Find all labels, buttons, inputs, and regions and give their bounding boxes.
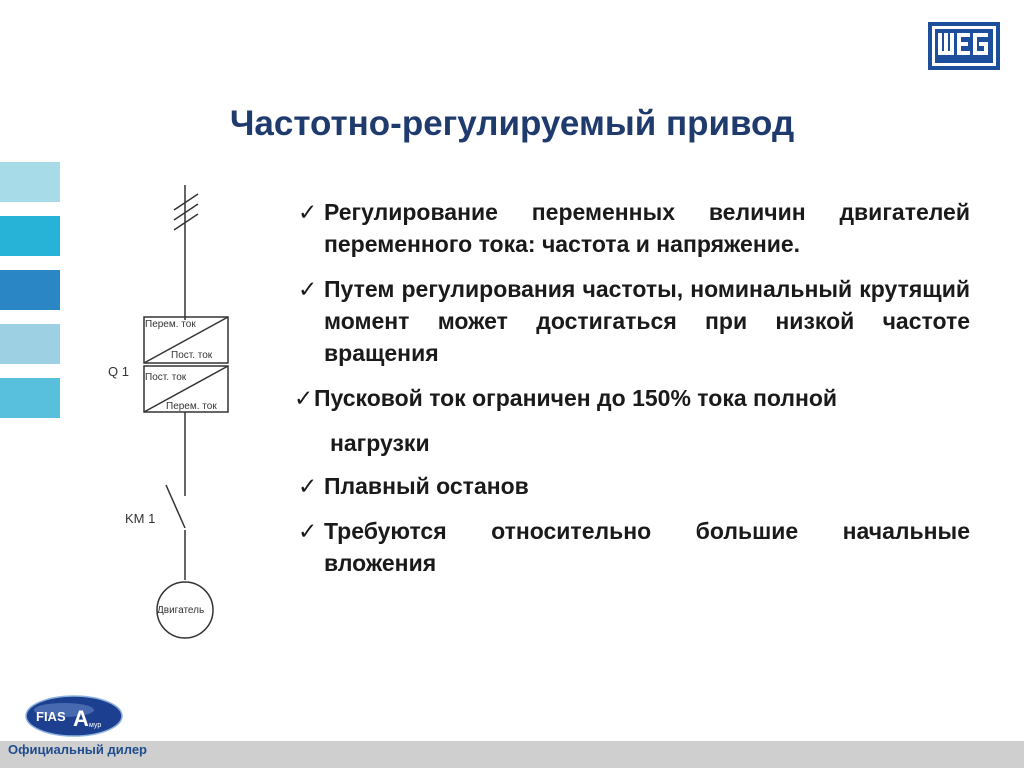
side-tab-3 xyxy=(0,270,60,310)
side-tab-2 xyxy=(0,216,60,256)
bullet-item: ✓ Регулирование переменных величин двига… xyxy=(298,196,970,260)
check-icon: ✓ xyxy=(298,518,318,544)
svg-text:A: A xyxy=(73,706,89,731)
check-icon: ✓ xyxy=(298,473,318,499)
check-icon: ✓ xyxy=(298,276,318,302)
circuit-diagram: Перем. ток Пост. ток Пост. ток Перем. то… xyxy=(108,185,229,639)
q1-label: Q 1 xyxy=(108,364,129,379)
svg-text:FIAS: FIAS xyxy=(36,709,66,724)
bullet-item: нагрузки xyxy=(298,427,970,459)
bullet-text: Путем регулирования частоты, номинальный… xyxy=(324,276,970,366)
continuation-indent xyxy=(298,427,330,459)
check-icon: ✓ xyxy=(294,385,314,411)
bullet-item: ✓ Плавный останов xyxy=(298,470,970,502)
bullet-text: Пусковой ток ограничен до 150% тока полн… xyxy=(314,385,838,411)
block2-top-label: Пост. ток xyxy=(145,372,187,383)
slide-title: Частотно-регулируемый привод xyxy=(229,104,795,143)
side-tab-5 xyxy=(0,378,60,418)
rectifier-block xyxy=(143,316,229,364)
check-icon: ✓ xyxy=(298,199,318,225)
motor-circle xyxy=(156,581,214,639)
km1-label: KM 1 xyxy=(125,511,155,526)
svg-text:мур: мур xyxy=(89,722,101,729)
motor-label: Двигатель xyxy=(157,605,204,616)
weg-logo xyxy=(928,22,1000,70)
contactor-switch xyxy=(165,484,186,529)
bullet-text: Регулирование переменных величин двигате… xyxy=(324,199,970,257)
bullet-text: нагрузки xyxy=(330,430,430,456)
dealer-text: Официальный дилер xyxy=(8,742,148,757)
inverter-block xyxy=(143,365,229,413)
block2-bottom-label: Перем. ток xyxy=(166,401,217,412)
block1-top-label: Перем. ток xyxy=(145,319,196,330)
footer-bar xyxy=(0,741,1024,768)
block1-bottom-label: Пост. ток xyxy=(171,350,213,361)
bullet-text: Требуются относительно большие начальные… xyxy=(324,518,970,576)
side-tab-1 xyxy=(0,162,60,202)
bullet-item: ✓ Пусковой ток ограничен до 150% тока по… xyxy=(294,382,970,414)
fias-amur-logo: FIAS A мур xyxy=(25,695,123,737)
bullet-item: ✓ Путем регулирования частоты, номинальн… xyxy=(298,273,970,369)
bullet-item: ✓ Требуются относительно большие начальн… xyxy=(298,515,970,579)
side-tab-4 xyxy=(0,324,60,364)
bullet-text: Плавный останов xyxy=(324,473,529,499)
bullet-list: ✓ Регулирование переменных величин двига… xyxy=(294,196,970,592)
